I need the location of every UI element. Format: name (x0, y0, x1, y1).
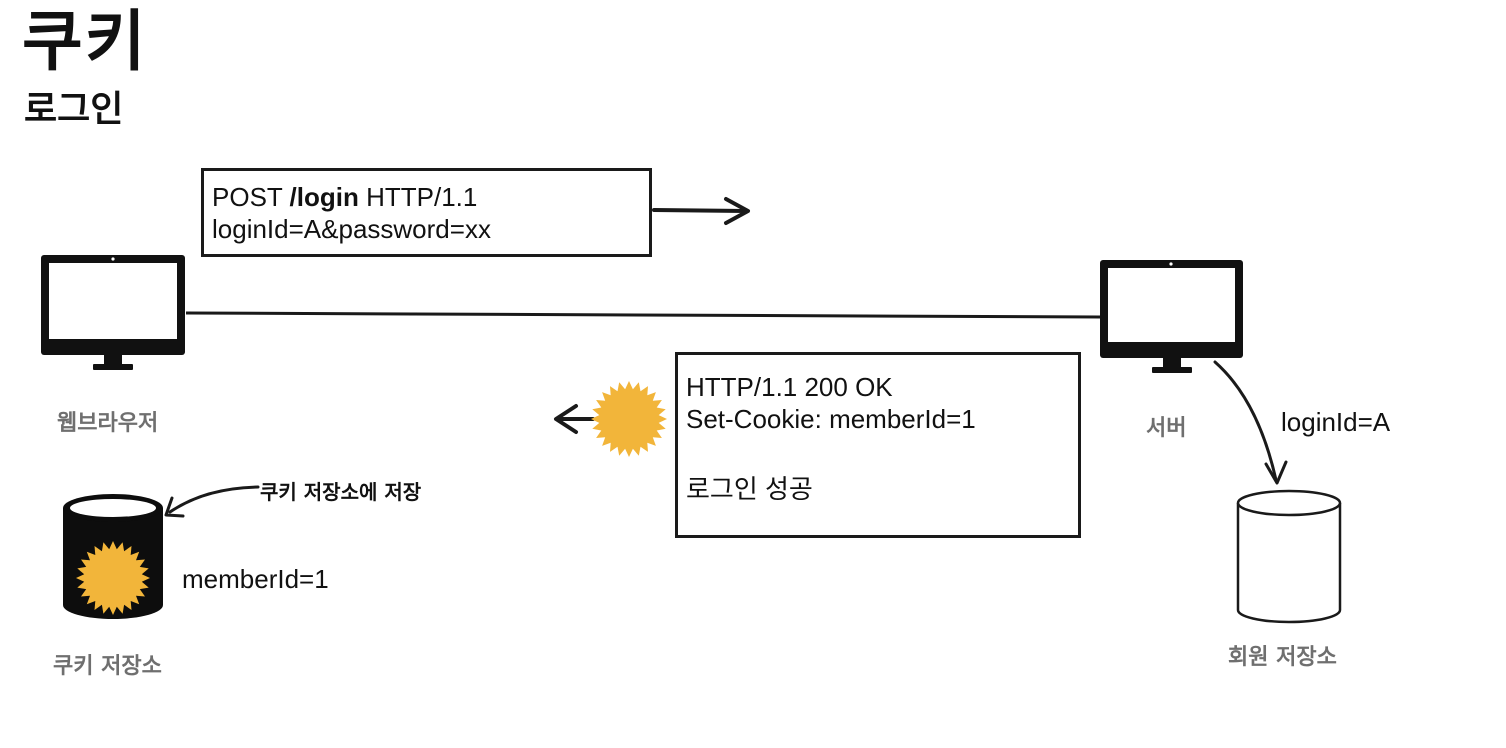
response-body: 로그인 성공 (686, 474, 813, 504)
browser-label: 웹브라우저 (57, 411, 159, 436)
connection-line (185, 311, 1101, 319)
page-title: 쿠키 (22, 3, 148, 80)
member-store-query: loginId=A (1281, 407, 1391, 437)
request-arrow-icon (652, 197, 750, 225)
store-annotation-arrow-icon (164, 485, 260, 518)
cookie-store-annotation: 쿠키 저장소에 저장 (260, 480, 422, 504)
browser-monitor-icon (41, 255, 185, 370)
member-store-database-icon (1236, 489, 1342, 624)
request-line-1: POST /login HTTP/1.1 (212, 181, 649, 213)
server-to-store-arrow-icon (1213, 360, 1288, 485)
member-store-label: 회원 저장소 (1228, 645, 1337, 670)
response-message-box: HTTP/1.1 200 OK Set-Cookie: memberId=1 로… (675, 352, 1081, 538)
page-subtitle: 로그인 (24, 89, 124, 130)
response-arrow-icon (554, 404, 595, 434)
server-label: 서버 (1146, 416, 1187, 441)
stored-cookie-burst-icon (76, 541, 150, 615)
cookie-burst-shape (76, 541, 150, 615)
stored-cookie-value: memberId=1 (182, 564, 329, 594)
request-body: loginId=A&password=xx (212, 214, 491, 244)
server-monitor-icon (1100, 260, 1243, 373)
response-status-line: HTTP/1.1 200 OK (686, 372, 893, 402)
request-protocol: HTTP/1.1 (358, 182, 478, 212)
request-path: /login (289, 182, 359, 212)
request-method: POST (212, 182, 290, 212)
cookie-store-label: 쿠키 저장소 (53, 654, 162, 679)
response-set-cookie-header: Set-Cookie: memberId=1 (686, 404, 976, 434)
request-message-box: POST /login HTTP/1.1 loginId=A&password=… (201, 168, 652, 257)
cookie-burst-icon (591, 381, 667, 457)
cookie-burst-shape (591, 381, 667, 457)
